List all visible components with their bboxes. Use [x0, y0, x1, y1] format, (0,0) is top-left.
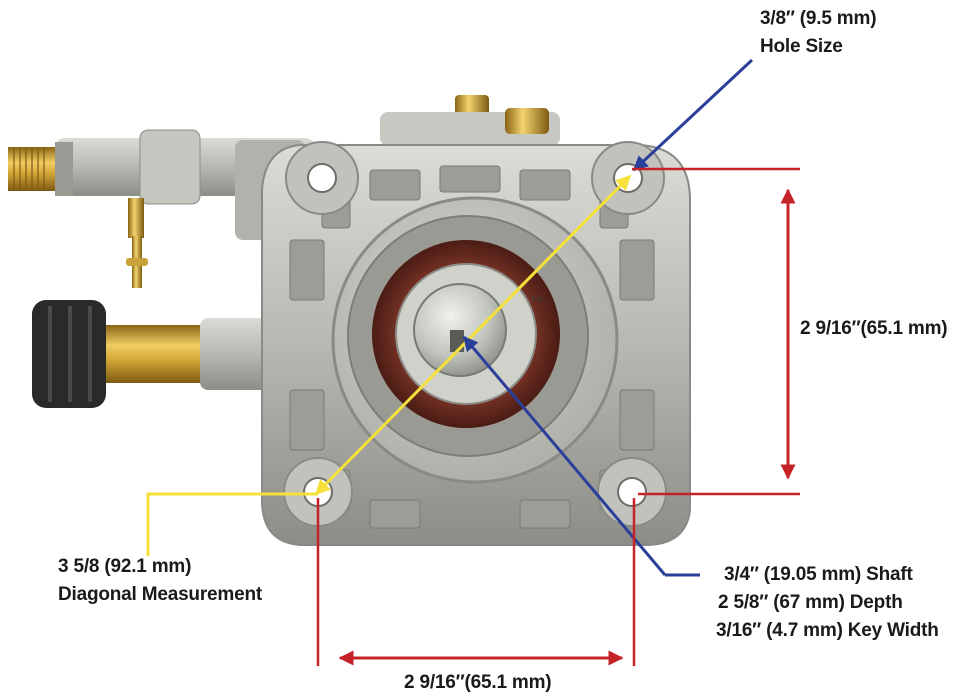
hole-size-value: 3/8″ (9.5 mm) — [760, 8, 877, 29]
vertical-spacing-label: 2 9/16″(65.1 mm) — [800, 318, 948, 339]
hole-size-pointer — [632, 58, 754, 172]
mount-hole — [307, 163, 337, 193]
shaft-keyway — [450, 330, 464, 352]
brass-outlet-fitting — [8, 147, 60, 191]
diagonal-leader-line — [146, 492, 318, 556]
pump-photo: 2 — [8, 95, 691, 546]
shaft-depth-label: 2 5/8″ (67 mm) Depth — [718, 592, 903, 613]
diagonal-measurement-arrow — [314, 174, 632, 496]
diagonal-label: Diagonal Measurement — [58, 584, 262, 605]
shaft-pointer — [462, 335, 667, 576]
key-width-label: 3/16″ (4.7 mm) Key Width — [716, 620, 939, 641]
diagonal-value: 3 5/8 (92.1 mm) — [58, 556, 192, 577]
brass-nipple — [128, 198, 144, 238]
hole-size-label: Hole Size — [760, 36, 843, 57]
shaft-diameter-label: 3/4″ (19.05 mm) Shaft — [724, 564, 913, 585]
horizontal-spacing-label: 2 9/16″(65.1 mm) — [404, 672, 552, 693]
mount-hole — [617, 477, 647, 507]
